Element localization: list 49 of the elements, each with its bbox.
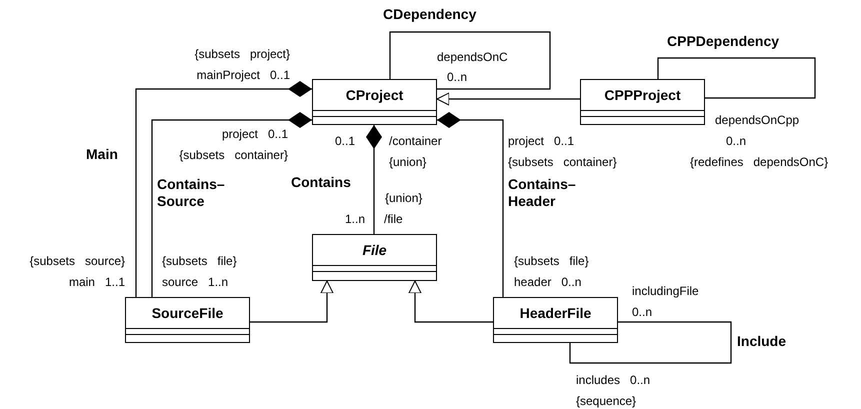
role-label: main 1..1 [68, 275, 125, 289]
composition-line [437, 112, 504, 297]
association-name: CDependency [383, 6, 476, 23]
role-label: dependsOnC [437, 50, 508, 64]
role-label: 0..1 [334, 134, 355, 148]
association-line [569, 321, 732, 364]
generalization-arrow [436, 92, 580, 106]
class-name: HeaderFile [520, 305, 592, 321]
role-label: {subsets project} [194, 47, 290, 61]
class-box [125, 297, 250, 343]
role-label: /container [389, 134, 442, 148]
composition-line [366, 125, 382, 234]
role-label: source 1..n [162, 275, 228, 289]
role-label: {subsets container} [179, 148, 288, 162]
role-label: includingFile [632, 284, 699, 298]
role-label: {union} [385, 191, 422, 205]
class-box [312, 234, 437, 281]
generalization-arrow [408, 280, 493, 323]
role-label: {subsets container} [508, 155, 617, 169]
role-label: 1..n [344, 212, 365, 226]
role-label: dependsOnCpp [715, 113, 800, 127]
role-label: 0..n [726, 134, 746, 148]
role-label: project 0..1 [222, 127, 288, 141]
role-label: project 0..1 [508, 134, 574, 148]
role-label: 0..n [447, 70, 468, 84]
role-label: {union} [389, 155, 426, 169]
role-label: 0..n [632, 305, 652, 319]
association-line [389, 31, 551, 90]
role-label: {subsets file} [514, 254, 589, 268]
association-line [657, 57, 816, 99]
role-label: header 0..n [514, 275, 582, 289]
class-name: File [362, 242, 387, 258]
role-label: {subsets file} [162, 254, 237, 268]
class-name: SourceFile [152, 305, 224, 321]
role-label: {sequence} [576, 394, 636, 408]
role-label: {redefines dependsOnC} [690, 155, 828, 169]
role-label: mainProject 0..1 [196, 68, 290, 82]
composition-line [135, 81, 312, 297]
class-box [580, 79, 705, 125]
generalization-arrow [250, 280, 334, 323]
role-label: {subsets source} [30, 254, 125, 268]
class-name: CPPProject [604, 87, 681, 103]
association-name: CPPDependency [667, 33, 780, 50]
composition-line [151, 112, 312, 297]
class-name: CProject [346, 87, 404, 103]
class-box [312, 79, 437, 125]
role-label: includes 0..n [576, 373, 650, 387]
role-label: /file [384, 212, 403, 226]
class-box [493, 297, 618, 343]
